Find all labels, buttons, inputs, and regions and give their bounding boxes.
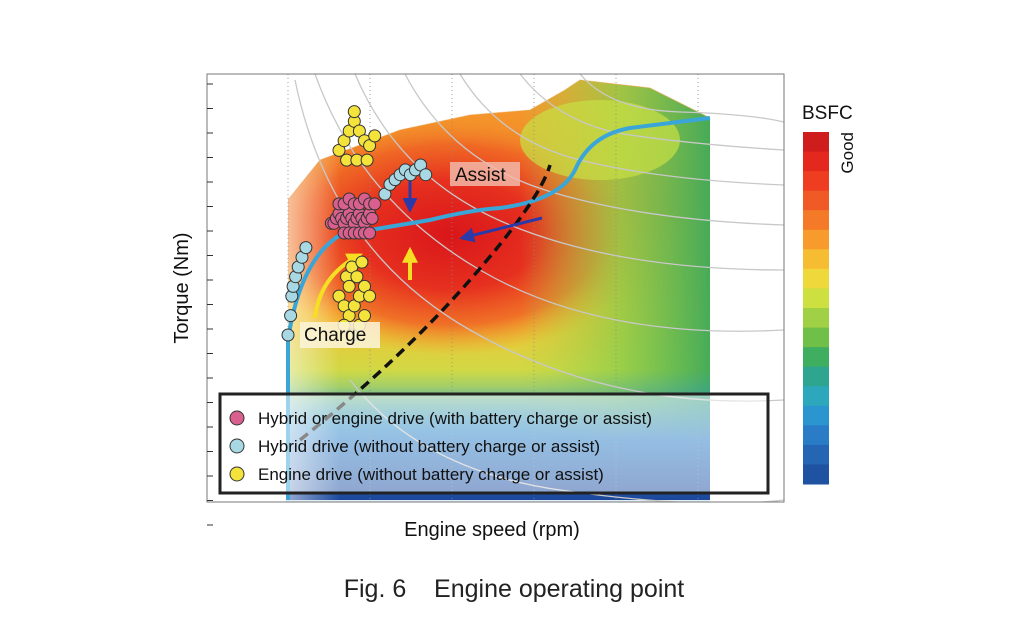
assist-label-text: Assist	[455, 165, 506, 186]
figure-caption: Fig. 6 Engine operating point	[344, 575, 685, 603]
data-point-series-2-22	[355, 255, 369, 269]
charge-label-text: Charge	[304, 325, 366, 346]
legend-label-engine: Engine drive (without battery charge or …	[258, 465, 604, 484]
legend-swatch-hybrid-or-engine	[229, 410, 245, 426]
plot-frame	[206, 73, 785, 503]
y-axis-ticks	[207, 83, 213, 526]
charge-label: Charge	[300, 322, 380, 348]
colorbar-swatch-5	[803, 229, 829, 250]
colorbar-swatch-17	[803, 464, 829, 485]
colorbar-swatch-2	[803, 171, 829, 192]
plot-area: Assist Charge Hybrid or engine drive (wi…	[207, 74, 784, 502]
colorbar-swatch-3	[803, 190, 829, 211]
charge-label-bg	[300, 322, 380, 348]
colorbar-swatch-6	[803, 249, 829, 270]
colorbar-swatch-8	[803, 288, 829, 309]
colorbar-swatch-14	[803, 405, 829, 426]
max-torque-line	[286, 116, 711, 500]
data-point-series-0-30	[363, 226, 377, 240]
legend-swatch-hybrid	[229, 438, 245, 454]
legend-label-hybrid-or-engine: Hybrid or engine drive (with battery cha…	[258, 409, 652, 428]
colorbar-swatches	[803, 132, 829, 485]
data-point-series-2-10	[360, 153, 374, 167]
data-point-series-0-16	[365, 211, 379, 225]
colorbar-swatch-16	[803, 444, 829, 465]
colorbar-swatch-15	[803, 425, 829, 446]
colorbar-swatch-1	[803, 151, 829, 172]
charge-curve-arrow	[313, 253, 363, 319]
map-outline	[287, 79, 711, 201]
legend-label-hybrid: Hybrid drive (without battery charge or …	[258, 437, 600, 456]
data-points	[281, 105, 433, 342]
colorbar-swatch-10	[803, 327, 829, 348]
data-point-series-2-18	[363, 289, 377, 303]
shift-arrows	[313, 180, 543, 319]
colorbar-swatch-13	[803, 386, 829, 407]
x-axis-label: Engine speed (rpm)	[404, 519, 580, 541]
colorbar-swatch-4	[803, 210, 829, 231]
data-point-series-1-1	[284, 309, 298, 323]
legend: Hybrid or engine drive (with battery cha…	[218, 392, 770, 495]
data-point-series-1-16	[419, 168, 433, 182]
data-point-series-2-7	[368, 129, 382, 143]
colorbar-swatch-12	[803, 366, 829, 387]
legend-box	[218, 392, 770, 495]
data-point-series-2-23	[342, 279, 356, 293]
assist-label-bg	[450, 162, 520, 186]
data-point-series-2-21	[350, 270, 364, 284]
colorbar-swatch-9	[803, 308, 829, 329]
assist-arrow	[459, 216, 543, 243]
y-axis-label: Torque (Nm)	[171, 232, 193, 343]
data-point-series-1-7	[299, 241, 313, 255]
data-point-series-0-24	[368, 197, 382, 211]
data-point-series-2-27	[358, 309, 371, 323]
data-point-series-1-0	[281, 328, 295, 342]
colorbar-good-label: Good	[838, 132, 857, 174]
colorbar-swatch-11	[803, 347, 829, 368]
legend-swatch-engine	[229, 466, 245, 482]
colorbar-swatch-0	[803, 132, 829, 153]
data-point-series-2-11	[347, 105, 361, 119]
assist-label: Assist	[450, 162, 520, 186]
colorbar: BSFC Good	[802, 103, 857, 485]
colorbar-swatch-7	[803, 268, 829, 289]
colorbar-title: BSFC	[802, 103, 853, 124]
